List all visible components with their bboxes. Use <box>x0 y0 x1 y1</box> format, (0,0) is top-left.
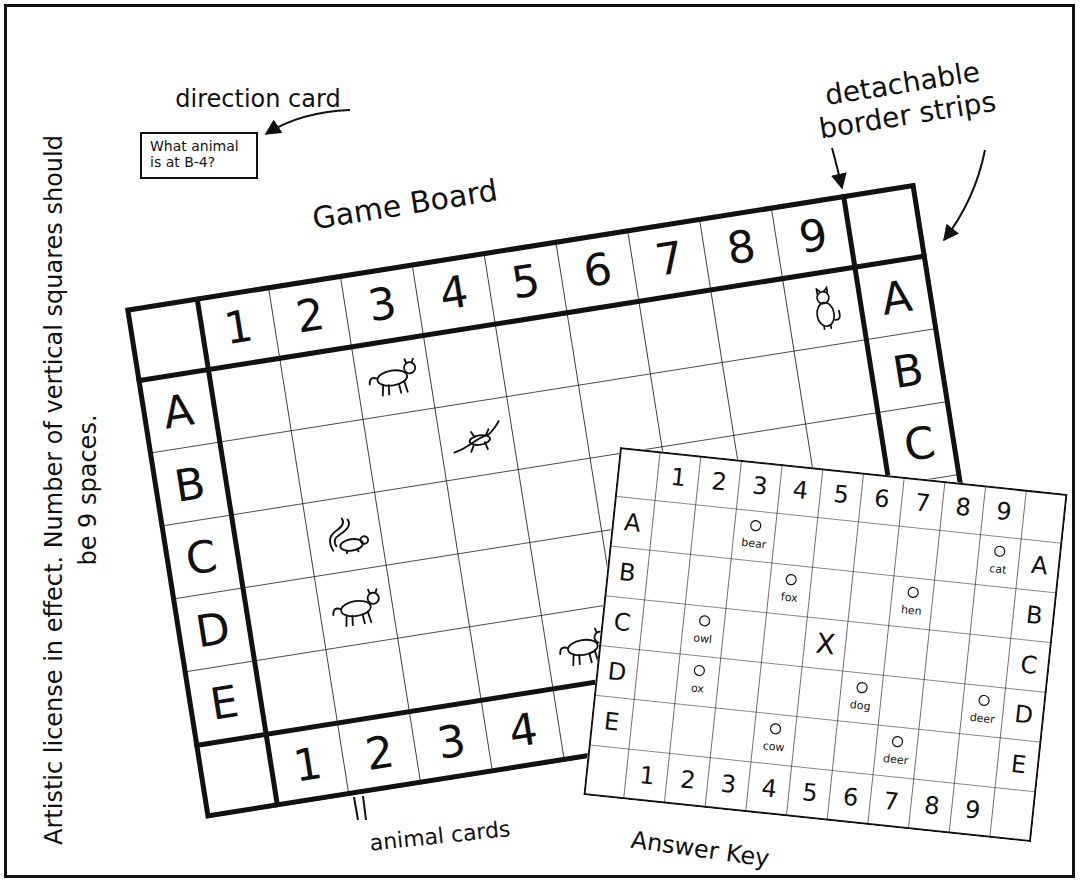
column-number: 3 <box>364 277 400 331</box>
callout-label: Answer Key <box>629 827 771 874</box>
column-number: 3 <box>751 472 769 501</box>
column-number: 4 <box>760 775 778 804</box>
board-title: Game Board <box>310 173 500 236</box>
table-cell: cat <box>989 563 1007 577</box>
row-letter: A <box>623 509 642 538</box>
row-letter: E <box>603 708 621 737</box>
column-number: 3 <box>434 715 470 769</box>
row-letter: E <box>207 676 242 730</box>
row-letter: B <box>171 457 209 512</box>
leader-line <box>354 797 358 820</box>
column-number: 5 <box>801 779 819 808</box>
column-number: 6 <box>841 783 859 812</box>
row-letter: B <box>889 344 927 399</box>
row-letter: C <box>1019 651 1039 680</box>
row-letter: B <box>618 559 637 588</box>
pointer-arrow <box>832 148 842 188</box>
table-cell: deer <box>882 753 908 768</box>
callout-label: detachable border strips <box>786 50 1023 150</box>
column-number: 2 <box>710 468 728 497</box>
table-cell: ox <box>690 682 704 696</box>
column-number: 7 <box>652 232 688 286</box>
leader-line <box>363 796 366 820</box>
column-number: 3 <box>719 771 737 800</box>
pointer-arrow <box>944 150 985 240</box>
column-number: 4 <box>791 477 809 506</box>
column-number: 9 <box>963 796 981 825</box>
column-number: 4 <box>436 266 472 320</box>
side-note: Artistic license in effect. Number of ve… <box>38 130 105 850</box>
row-letter: A <box>159 384 197 439</box>
column-number: 5 <box>508 255 544 309</box>
column-number: 6 <box>580 243 616 297</box>
row-letter: B <box>1024 602 1043 631</box>
row-letter: D <box>606 658 627 687</box>
direction-card: What animal is at B-4? <box>140 132 258 179</box>
column-number: 1 <box>638 762 656 791</box>
column-number: 1 <box>669 464 687 493</box>
table-cell: hen <box>900 604 922 619</box>
column-number: 9 <box>795 209 831 263</box>
column-number: 7 <box>913 489 931 518</box>
table-cell: deer <box>969 712 995 727</box>
row-letter: C <box>901 416 939 471</box>
row-letter: A <box>878 271 916 326</box>
column-number: 2 <box>679 766 697 795</box>
column-number: 8 <box>923 792 941 821</box>
answer-key: 123456789ABCDEABCDE123456789bearcatfoxhe… <box>583 447 1067 842</box>
column-number: 8 <box>954 494 972 523</box>
row-letter: E <box>1009 751 1027 780</box>
column-number: 2 <box>362 727 398 781</box>
table-cell: bear <box>741 537 767 552</box>
row-letter: C <box>182 530 220 585</box>
table-cell: cow <box>762 740 785 755</box>
table-cell: owl <box>693 632 713 647</box>
row-letter: C <box>612 609 632 638</box>
table-cell: fox <box>780 591 798 605</box>
cell-mark: X <box>814 628 836 662</box>
column-number: 4 <box>506 704 542 758</box>
column-number: 7 <box>882 788 900 817</box>
column-number: 1 <box>221 300 257 354</box>
column-number: 6 <box>873 485 891 514</box>
column-number: 8 <box>724 221 760 275</box>
row-letter: D <box>192 603 233 658</box>
table-cell: dog <box>849 699 871 714</box>
callout-label: direction card <box>175 86 340 114</box>
row-letter: A <box>1030 552 1049 581</box>
column-number: 5 <box>832 481 850 510</box>
column-number: 9 <box>995 498 1013 527</box>
column-number: 2 <box>293 289 329 343</box>
callout-label: animal cards <box>368 816 511 856</box>
row-letter: D <box>1013 701 1034 730</box>
card-text: What animal is at B-4? <box>150 138 246 170</box>
number-circles <box>689 516 1006 756</box>
column-number: 1 <box>290 738 326 792</box>
pointer-arrow <box>266 110 350 134</box>
